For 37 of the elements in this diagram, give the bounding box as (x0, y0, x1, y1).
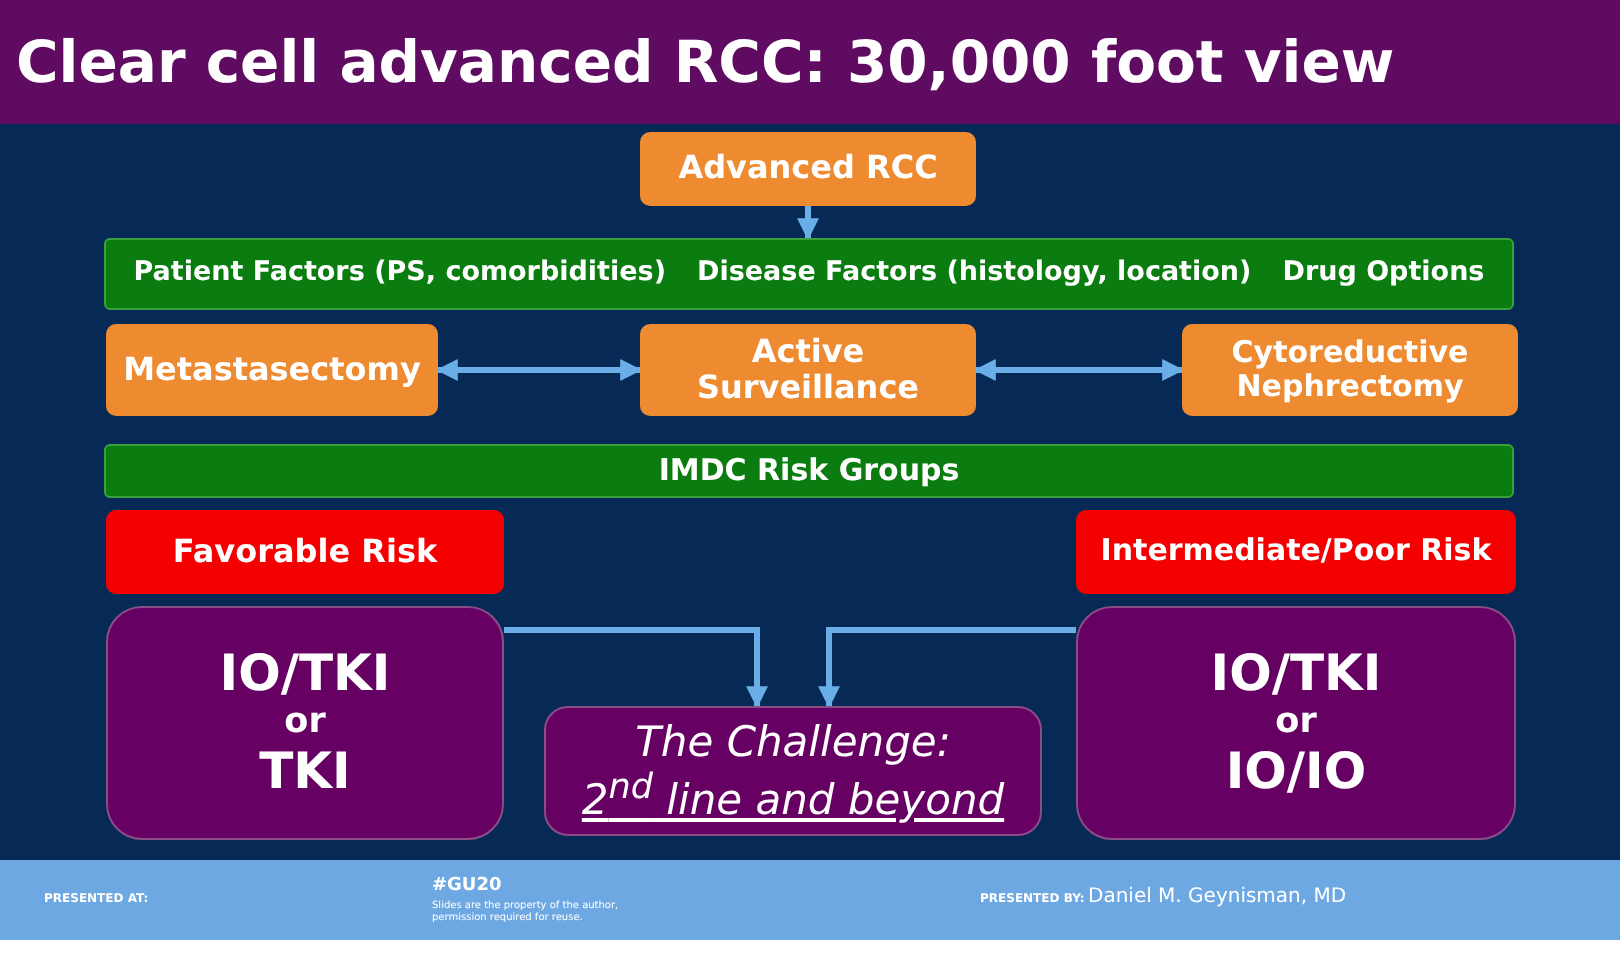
arrow (818, 627, 1076, 709)
presenter-name: Daniel M. Geynisman, MD (1088, 886, 1347, 908)
node-text: Metastasectomy (123, 351, 421, 389)
risk-box (1076, 510, 1516, 594)
node-text: Cytoreductive Nephrectomy (1229, 335, 1471, 405)
node-text: Active Surveillance (694, 333, 922, 407)
process-box (640, 324, 976, 416)
arrow (435, 359, 643, 381)
node-text: TKI (259, 743, 351, 801)
therapy-box (106, 606, 504, 840)
node-text: Patient Factors (PS, comorbidities) (133, 258, 666, 290)
process-box (640, 132, 976, 206)
node-text: IO/TKI (219, 645, 391, 703)
node-text: IMDC Risk Groups (658, 453, 960, 489)
node-text: Disease Factors (histology, location) (697, 258, 1252, 290)
node-text: Intermediate/Poor Risk (1100, 534, 1492, 570)
node-text: Drug Options (1282, 258, 1485, 290)
therapy-box (1076, 606, 1516, 840)
node-text: or (284, 702, 326, 744)
arrow (973, 359, 1185, 381)
challenge-subheading: 2$^{nd}$ line and beyond (581, 767, 1005, 824)
challenge-box (544, 706, 1042, 836)
arrow (504, 627, 768, 709)
factor-bar (104, 444, 1514, 498)
node-text: IO/IO (1225, 743, 1367, 801)
hashtag: #GU20 (432, 878, 502, 898)
title: Clear cell advanced RCC: 30,000 foot view (16, 28, 1395, 96)
node-text: Favorable Risk (172, 533, 438, 571)
node-text: IO/TKI (1210, 645, 1382, 703)
factor-bar (104, 238, 1514, 310)
arrow (797, 206, 819, 241)
process-box (106, 324, 438, 416)
risk-box (106, 510, 504, 594)
process-box (1182, 324, 1518, 416)
node-text: or (1275, 702, 1317, 744)
node-text: Advanced RCC (678, 150, 938, 188)
challenge-heading: The Challenge: (635, 718, 951, 767)
